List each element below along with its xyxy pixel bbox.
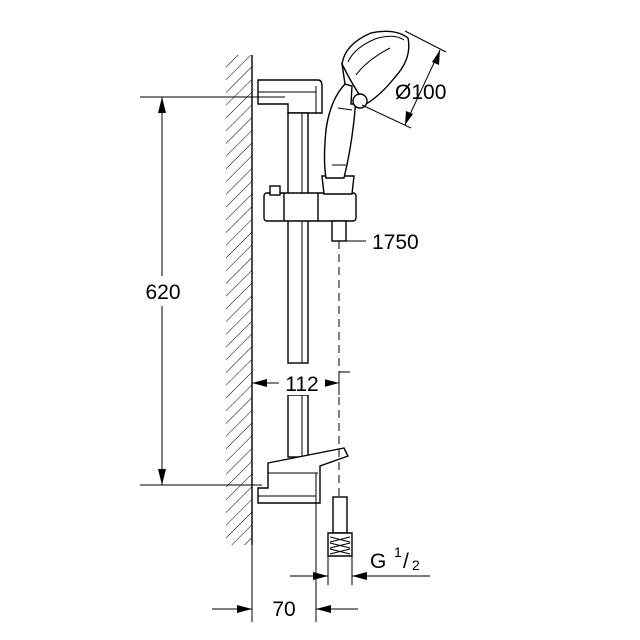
hose-length-dimension: 1750 xyxy=(346,231,419,254)
rail-offset-dimension: 112 xyxy=(252,371,350,396)
thread-label: G xyxy=(370,550,386,573)
wall xyxy=(226,55,253,545)
bottom-bracket-soap-dish xyxy=(257,447,349,504)
height-label: 620 xyxy=(145,281,180,304)
hand-shower xyxy=(323,30,410,179)
thread-denominator: 2 xyxy=(412,557,420,573)
height-dimension: 620 xyxy=(130,96,285,486)
slide-rail xyxy=(287,112,309,458)
thread-dimension: G 1 / 2 xyxy=(290,544,430,585)
diameter-dimension: Ø100 xyxy=(361,30,446,129)
thread-base: G xyxy=(370,550,386,573)
hose-connector xyxy=(327,496,353,557)
thread-slash: / xyxy=(403,550,409,573)
hose-length-label: 1750 xyxy=(372,231,419,254)
diameter-label: Ø100 xyxy=(395,81,446,104)
top-wall-bracket xyxy=(257,79,323,114)
rail-offset-label: 112 xyxy=(285,373,318,396)
wall-offset-label: 70 xyxy=(272,598,295,621)
wall-hatching xyxy=(226,55,252,545)
slider-holder xyxy=(263,175,357,242)
wall-offset-dimension: 70 xyxy=(212,503,358,622)
thread-numerator: 1 xyxy=(394,544,402,560)
